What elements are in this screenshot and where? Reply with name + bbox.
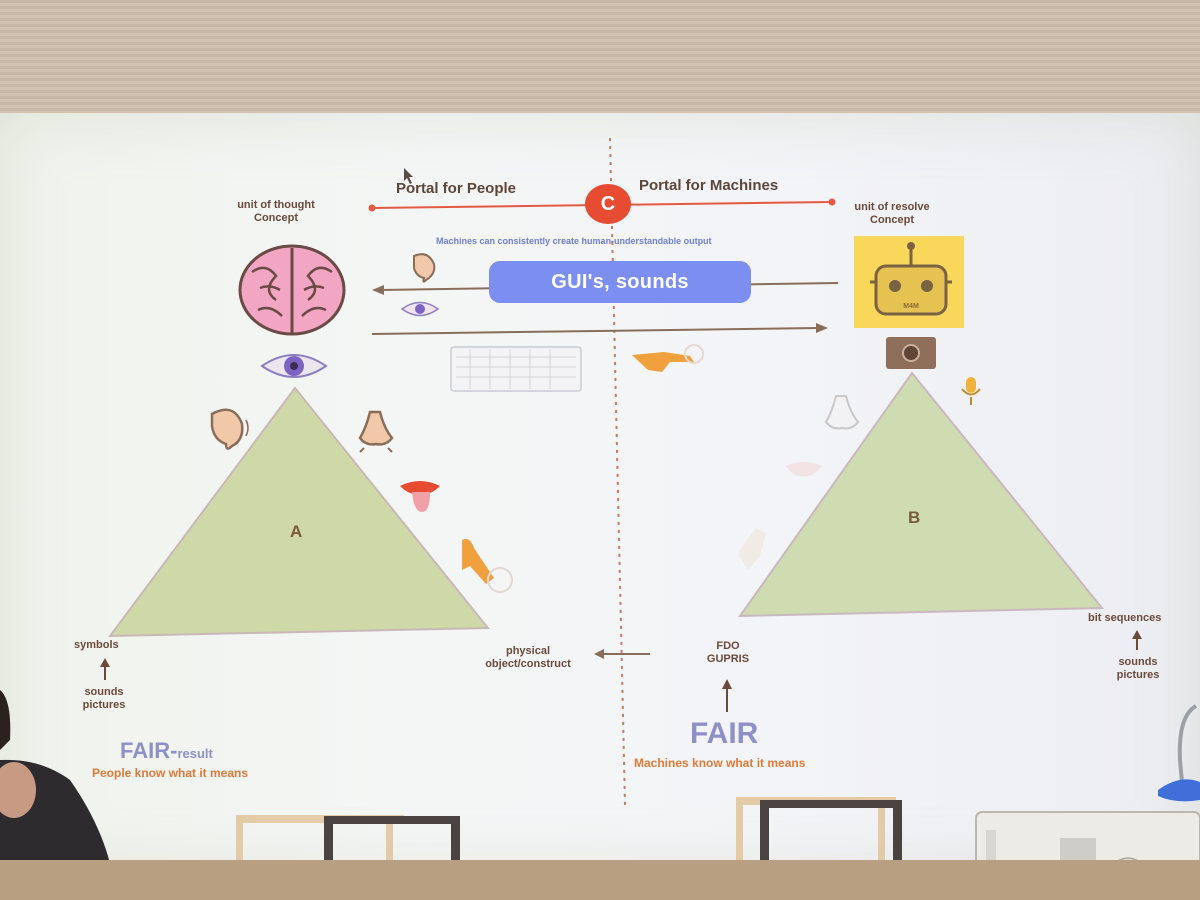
tongue-icon bbox=[400, 481, 440, 512]
portal-machines-title: Portal for Machines bbox=[639, 177, 779, 194]
table-left bbox=[236, 815, 404, 880]
fair-left-title: FAIR-result bbox=[120, 738, 213, 763]
pointing-hand-icon bbox=[462, 539, 513, 593]
ear-icon bbox=[210, 408, 249, 450]
pointing-hand-icon bbox=[738, 528, 766, 570]
arrow-to-brain-head bbox=[372, 285, 384, 295]
triangle-a-label: A bbox=[290, 522, 303, 541]
bit-sequences-label: bit sequences bbox=[1088, 612, 1162, 624]
center-badge: C bbox=[585, 184, 631, 224]
robot-badge: M4M bbox=[903, 303, 919, 310]
triangle-b bbox=[738, 371, 1105, 618]
machine-note: Machines can consistently create human-u… bbox=[436, 236, 712, 246]
eye-icon bbox=[400, 301, 440, 317]
portal-people-title: Portal for People bbox=[396, 180, 517, 197]
fair-left-tagline: People know what it means bbox=[92, 766, 249, 780]
physical-label: physical object/construct bbox=[485, 645, 571, 670]
arrow-to-robot-line bbox=[371, 327, 819, 335]
floor bbox=[0, 860, 1200, 900]
triangle-b-label: B bbox=[908, 508, 921, 527]
microphone-icon bbox=[961, 377, 981, 405]
stand-left bbox=[324, 816, 460, 900]
camera-icon bbox=[886, 337, 936, 369]
cursor-icon bbox=[404, 168, 413, 184]
nose-icon bbox=[358, 410, 394, 453]
brain-icon bbox=[238, 244, 346, 336]
ceiling bbox=[0, 0, 1200, 120]
keyboard-icon bbox=[450, 346, 582, 392]
tongue-icon bbox=[786, 462, 822, 477]
eye-icon bbox=[260, 354, 328, 378]
ear-icon bbox=[413, 253, 436, 283]
arrow-to-physical-head bbox=[594, 649, 604, 659]
fair-right-title: FAIR bbox=[690, 717, 759, 750]
fdo-label: FDO GUPRIS bbox=[706, 640, 750, 665]
left-sources-label: sounds pictures bbox=[82, 686, 126, 711]
portal-line-left-end bbox=[368, 204, 376, 212]
right-sources-label: sounds pictures bbox=[1116, 656, 1160, 681]
arrow-to-robot-head bbox=[816, 323, 828, 333]
symbols-label: symbols bbox=[74, 639, 119, 651]
stand-right bbox=[760, 800, 902, 900]
left-top-label: unit of thought Concept bbox=[237, 199, 315, 224]
robot-icon bbox=[854, 236, 964, 328]
fair-left-suffix: result bbox=[177, 746, 213, 761]
nose-icon bbox=[824, 395, 860, 430]
fair-right-tagline: Machines know what it means bbox=[634, 756, 806, 770]
triangle-a bbox=[107, 386, 491, 638]
pointing-hand-icon bbox=[632, 344, 704, 372]
right-top-label: unit of resolve Concept bbox=[854, 201, 930, 226]
gui-sounds-pill: GUI's, sounds bbox=[489, 261, 751, 303]
portal-line-right-end bbox=[828, 198, 836, 206]
lamp bbox=[1158, 704, 1200, 802]
